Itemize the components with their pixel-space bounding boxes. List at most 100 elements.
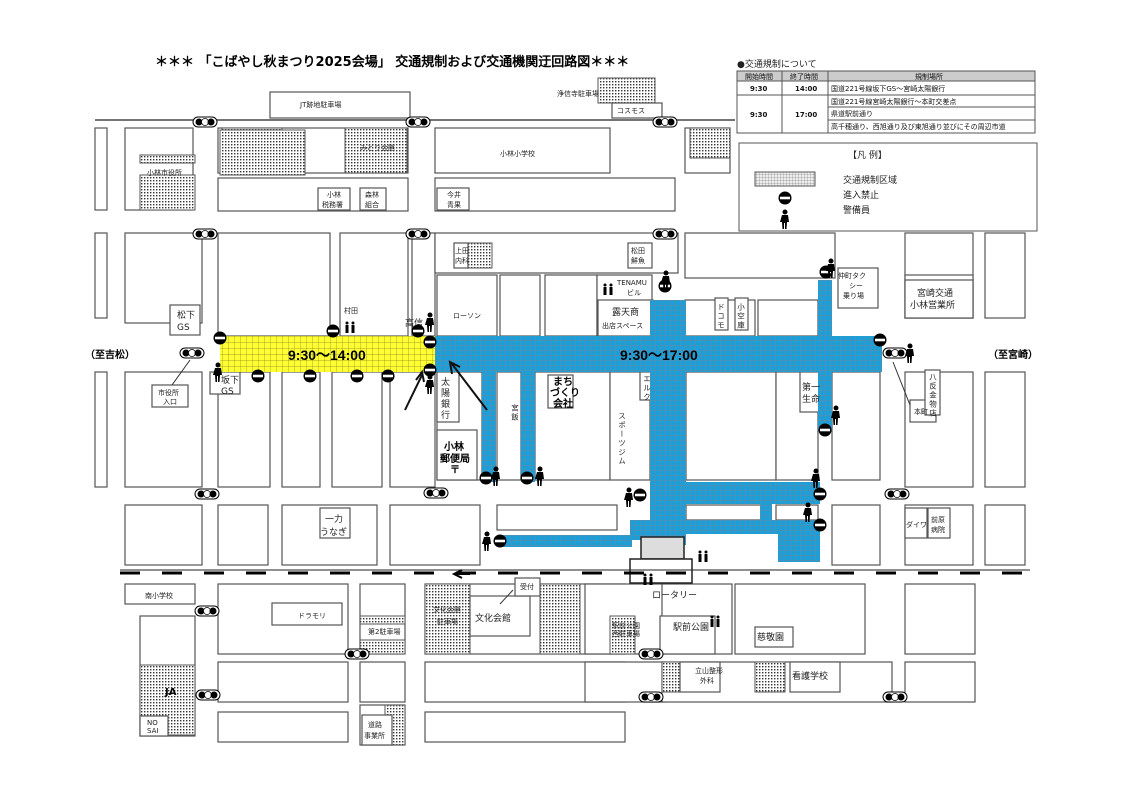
place-label: 第2駐車場 bbox=[368, 627, 400, 636]
parking-area bbox=[539, 583, 581, 655]
traffic-signal-icon bbox=[192, 116, 218, 128]
city-block bbox=[496, 504, 618, 531]
place-label: SAI bbox=[147, 727, 158, 735]
city-block bbox=[984, 232, 1026, 319]
place-label: づくり bbox=[550, 386, 580, 399]
place-label: ロータリー bbox=[652, 590, 697, 601]
place-label: 郵便局 bbox=[440, 452, 470, 465]
station-toilet-building bbox=[629, 558, 693, 584]
building bbox=[359, 187, 387, 211]
city-block bbox=[775, 504, 819, 521]
building bbox=[469, 595, 531, 637]
parking-area bbox=[466, 242, 493, 269]
no-entry-icon bbox=[213, 331, 227, 345]
building bbox=[151, 384, 189, 408]
no-entry-icon bbox=[350, 369, 364, 383]
no-entry-icon bbox=[813, 518, 827, 532]
guard-icon bbox=[535, 466, 544, 486]
traffic-signal-icon bbox=[194, 605, 220, 617]
building bbox=[269, 91, 411, 119]
traffic-signal-icon bbox=[344, 648, 370, 660]
place-label: 銀 bbox=[441, 398, 450, 410]
place-label: 小林 bbox=[443, 440, 465, 453]
place-label: 立山整形 bbox=[695, 666, 723, 675]
place-label: 上田 bbox=[455, 246, 469, 255]
row2-end: 17:00 bbox=[795, 111, 817, 119]
city-block bbox=[94, 371, 108, 488]
city-block bbox=[94, 127, 108, 211]
place-label: 看護学校 bbox=[792, 670, 828, 682]
place-label: 太 bbox=[441, 376, 450, 388]
row2-start: 9:30 bbox=[750, 111, 768, 119]
toilet-icon bbox=[345, 321, 355, 333]
place-label: 浄信寺駐車場 bbox=[557, 89, 599, 98]
place-label: 小林 bbox=[327, 190, 341, 199]
place-label: コスモス bbox=[617, 107, 645, 115]
place-label: 南小学校 bbox=[145, 591, 173, 600]
no-entry-icon bbox=[411, 324, 425, 338]
regulated-area-swatch bbox=[754, 171, 816, 187]
building bbox=[714, 297, 729, 331]
place-label: NO bbox=[147, 719, 158, 727]
traffic-signal-icon bbox=[638, 691, 664, 703]
place-label: 道路 bbox=[368, 720, 382, 729]
place-label: ダイワ bbox=[906, 520, 927, 529]
city-block bbox=[217, 661, 349, 703]
place-label: 松下 bbox=[177, 309, 195, 321]
no-entry-icon bbox=[251, 369, 265, 383]
no-entry-icon bbox=[778, 191, 792, 205]
no-entry-icon bbox=[423, 335, 437, 349]
parking-area bbox=[219, 129, 306, 176]
place-label: 坂下 bbox=[221, 375, 239, 386]
place-label: 駐車場 bbox=[437, 617, 458, 626]
place-label: 西駐車場 bbox=[612, 629, 640, 638]
place-label: 事業所 bbox=[364, 731, 385, 740]
building bbox=[904, 279, 974, 319]
building bbox=[597, 299, 654, 337]
guard-icon bbox=[831, 405, 840, 425]
building bbox=[837, 267, 879, 309]
parking-area bbox=[344, 127, 408, 174]
place-labels: JT跡地駐車場浄信寺駐車場コスモスみどり会館小林小学校小林市役所小林税務署森林組… bbox=[145, 89, 955, 740]
place-label: 小林小学校 bbox=[500, 149, 535, 158]
regulation-table: ●交通規制について 開始時間 終了時間 規制場所 9:30 14:00 国道22… bbox=[736, 58, 1036, 134]
no-entry-icon bbox=[813, 487, 827, 501]
guard-icon bbox=[491, 466, 500, 486]
place-label: 宮崎交通 bbox=[917, 287, 953, 299]
toilet-icon bbox=[710, 615, 720, 627]
direction-west: （至吉松） bbox=[85, 348, 135, 361]
building bbox=[453, 242, 469, 269]
building bbox=[139, 715, 169, 737]
building bbox=[317, 187, 351, 211]
city-block bbox=[389, 504, 481, 566]
guard-icon bbox=[482, 531, 491, 551]
guard-icon bbox=[803, 502, 812, 522]
place-label: 一力 bbox=[325, 513, 343, 525]
place-label: 前原 bbox=[931, 515, 945, 524]
legend-label: 警備員 bbox=[843, 204, 870, 216]
parking-area bbox=[689, 127, 731, 159]
traffic-signal-icon bbox=[194, 488, 220, 500]
table-heading: ●交通規制について bbox=[737, 58, 817, 70]
col-place: 規制場所 bbox=[915, 72, 943, 81]
city-block bbox=[496, 371, 522, 481]
place-label: 松田 bbox=[631, 246, 645, 255]
legend: 【凡 例】 交通規制区域 進入禁止 警備員 bbox=[738, 142, 1038, 232]
building bbox=[169, 304, 201, 336]
place-label: みどり会館 bbox=[360, 143, 395, 152]
guard-icon bbox=[780, 209, 789, 229]
place-label: 出店スペース bbox=[602, 321, 643, 330]
city-block bbox=[685, 371, 777, 481]
place-label: 仲町タク bbox=[838, 271, 866, 280]
place-label: 青果 bbox=[447, 200, 461, 209]
place-label: 小林営業所 bbox=[910, 299, 955, 311]
building bbox=[319, 507, 351, 539]
place-label: 〒 bbox=[450, 464, 460, 476]
city-block bbox=[124, 583, 196, 605]
place-label: 会社 bbox=[553, 397, 573, 410]
no-entry-icon bbox=[479, 471, 493, 485]
place-label: 村田 bbox=[344, 306, 358, 315]
building bbox=[611, 102, 663, 119]
building bbox=[904, 507, 928, 539]
